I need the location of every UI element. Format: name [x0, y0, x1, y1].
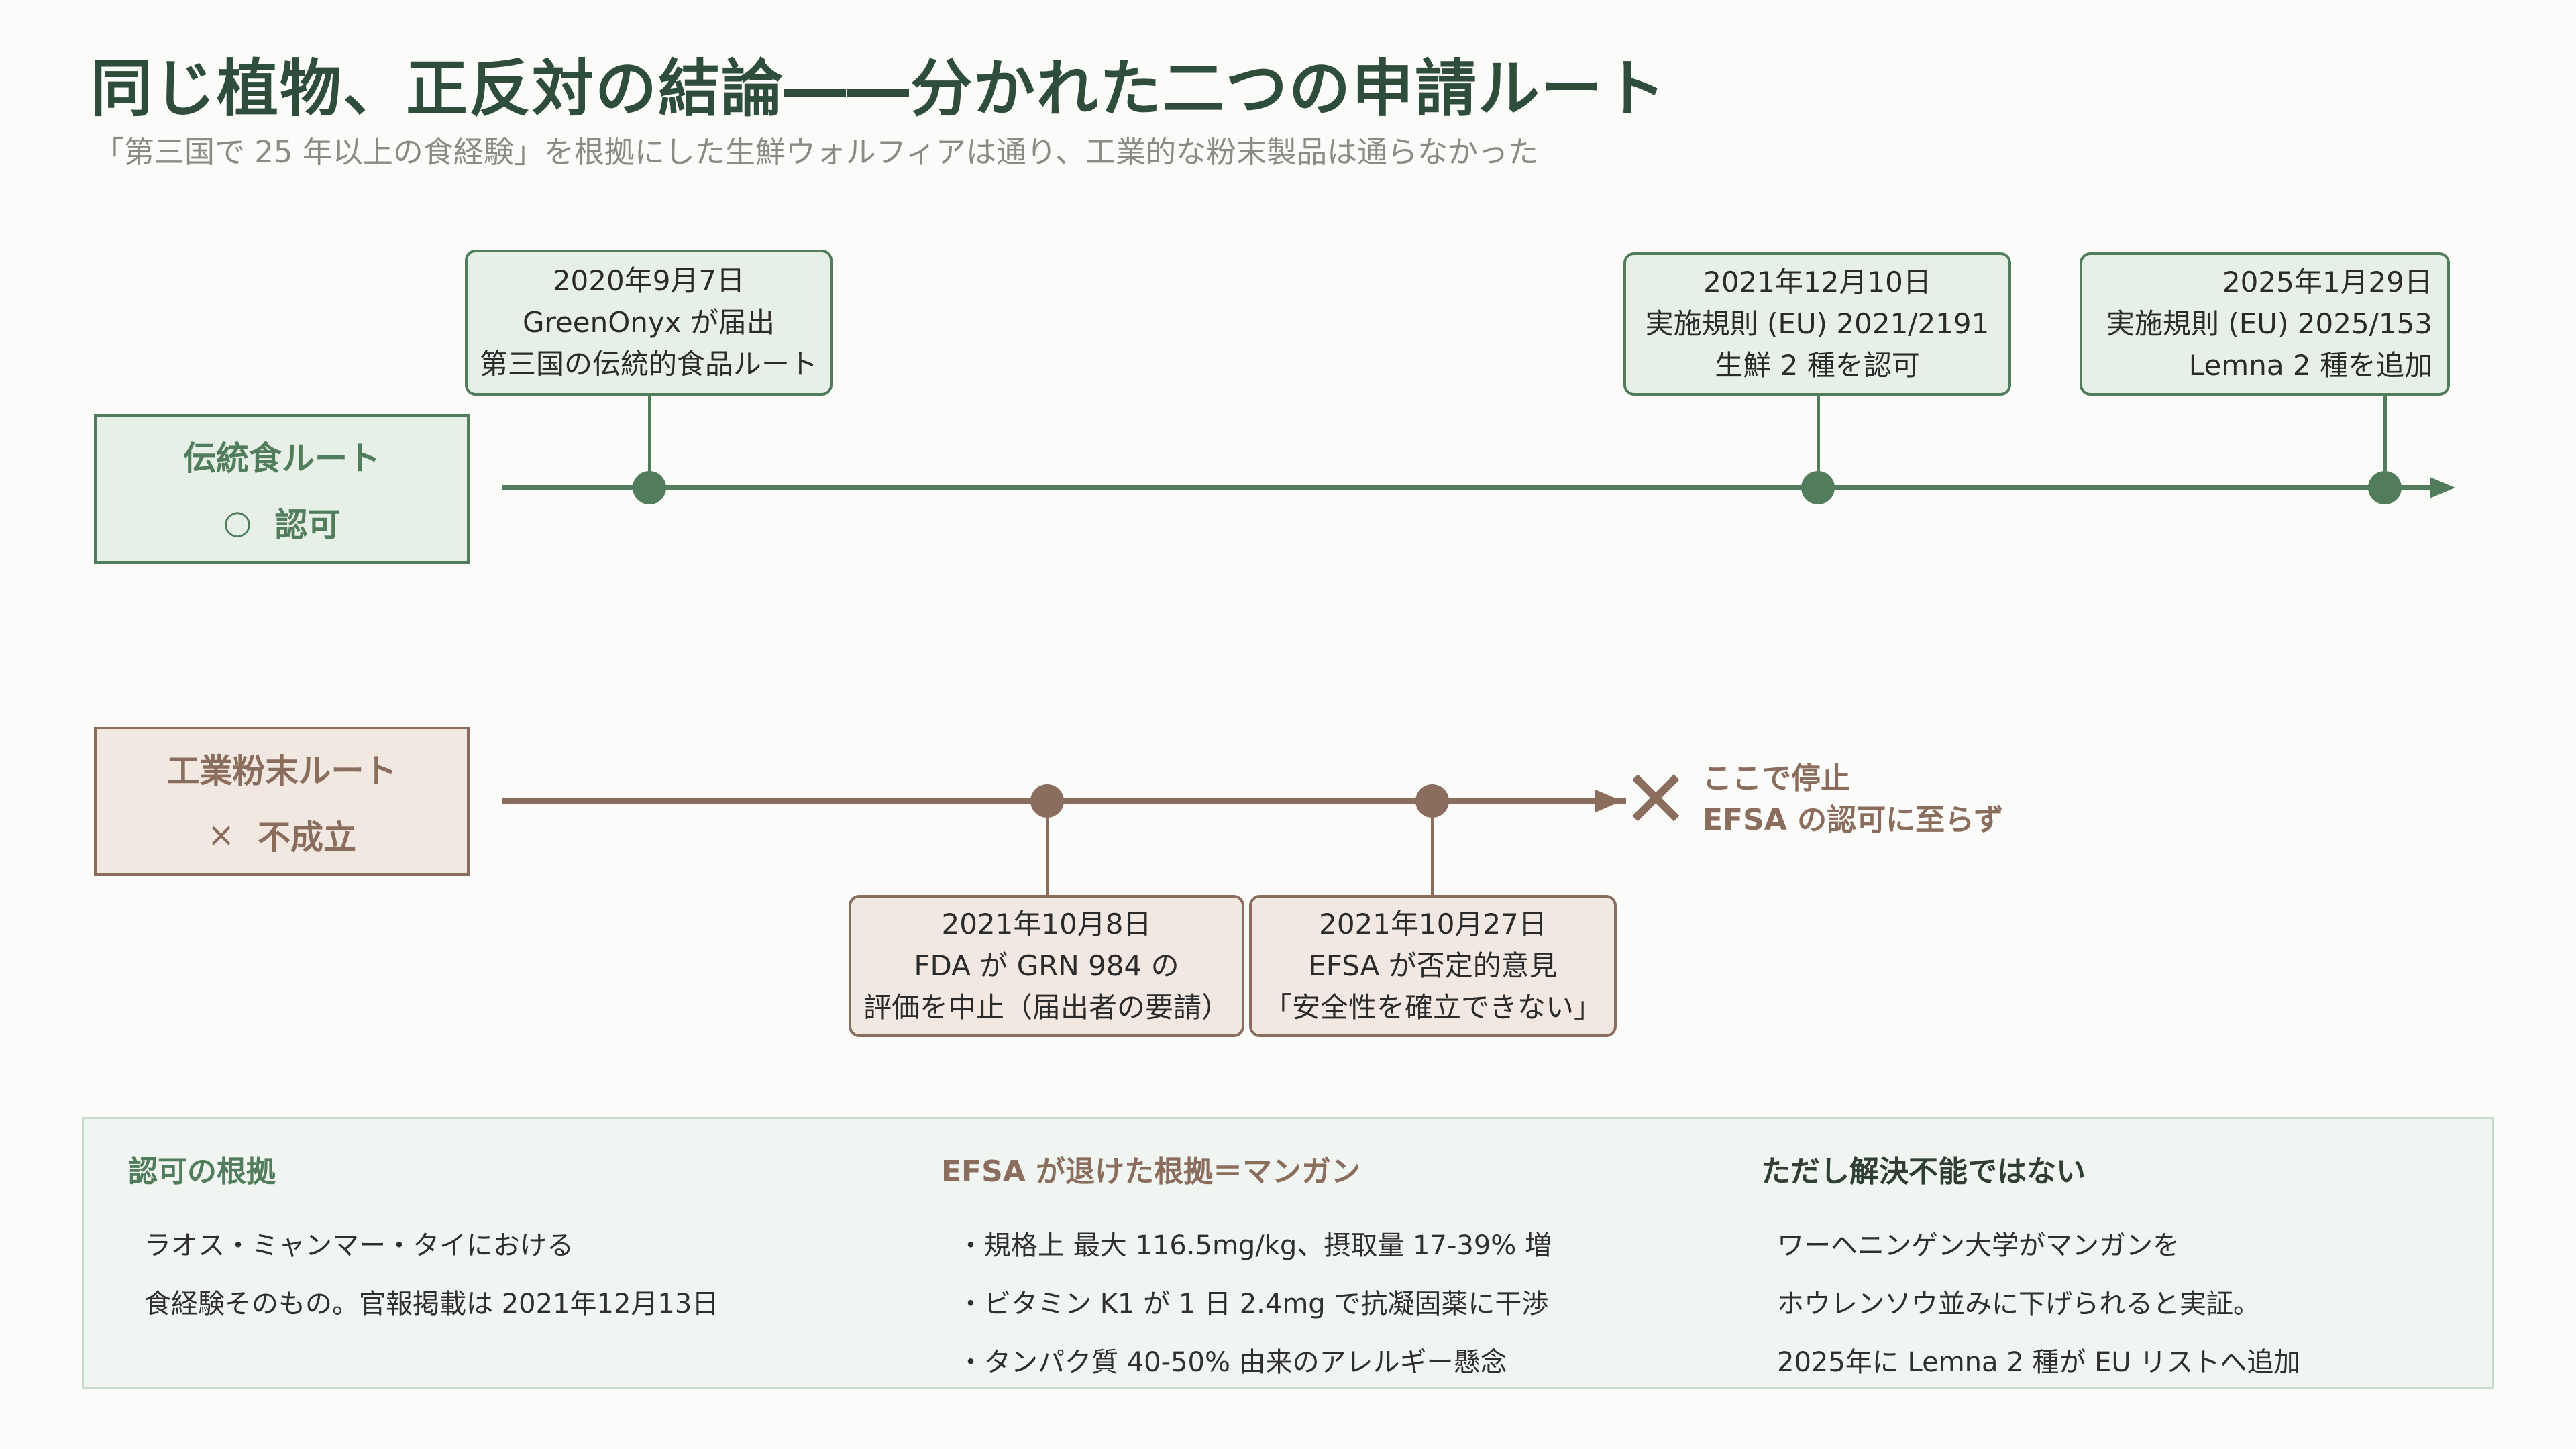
column-text: ワーヘニンゲン大学がマンガンを: [1777, 1230, 2180, 1261]
timeline-marker: [1030, 784, 1064, 818]
event-date: 2021年10月8日: [941, 908, 1152, 941]
approved-circle-icon: ○: [223, 502, 252, 541]
timeline-line-traditional: [502, 485, 2414, 490]
event-text: 「安全性を確立できない」: [1263, 991, 1602, 1024]
column-heading: ただし解決不能ではない: [1761, 1155, 2086, 1189]
stop-note-line: ここで停止: [1703, 761, 1850, 796]
event-date: 2021年12月10日: [1703, 266, 1931, 299]
event-text: 評価を中止（届出者の要請）: [863, 991, 1230, 1024]
explanation-panel: 認可の根拠 ラオス・ミャンマー・タイにおける 食経験そのもの。官報掲載は 202…: [82, 1117, 2494, 1389]
column-text: 食経験そのもの。官報掲載は 2021年12月13日: [144, 1289, 719, 1320]
stop-note-line: EFSA の認可に至らず: [1703, 803, 2004, 837]
timeline-marker: [1415, 784, 1449, 818]
status-label: 不成立: [258, 818, 357, 857]
event-text: 実施規則 (EU) 2025/153: [2106, 307, 2432, 340]
stop-note: ここで停止 EFSA の認可に至らず: [1703, 758, 2003, 841]
arrow-right-icon: [2430, 477, 2455, 498]
connector: [1817, 396, 1820, 471]
stop-cross-icon: ✕: [1622, 753, 1690, 847]
event-text: EFSA が否定的意見: [1308, 949, 1558, 982]
column-text: ・タンパク質 40-50% 由来のアレルギー懸念: [957, 1347, 1507, 1378]
page-title: 同じ植物、正反対の結論――分かれた二つの申請ルート: [91, 53, 1668, 125]
rejected-cross-icon: ×: [207, 815, 235, 854]
route-label-industrial: 工業粉末ルート × 不成立: [94, 727, 470, 876]
timeline-arrow-stub: [2405, 485, 2432, 490]
route-name: 伝統食ルート: [182, 439, 380, 478]
event-text: FDA が GRN 984 の: [914, 949, 1179, 982]
event-text: Lemna 2 種を追加: [2188, 349, 2432, 382]
event-card-2021-10-08: 2021年10月8日 FDA が GRN 984 の 評価を中止（届出者の要請）: [849, 895, 1244, 1037]
event-text: 第三国の伝統的食品ルート: [479, 347, 818, 380]
route-name: 工業粉末ルート: [166, 751, 397, 790]
column-text: 2025年に Lemna 2 種が EU リストへ追加: [1777, 1347, 2301, 1378]
event-text: 生鮮 2 種を認可: [1715, 349, 1920, 382]
event-text: 実施規則 (EU) 2021/2191: [1645, 307, 1990, 340]
column-heading: EFSA が退けた根拠＝マンガン: [941, 1155, 1361, 1189]
event-card-2025-01-29: 2025年1月29日 実施規則 (EU) 2025/153 Lemna 2 種を…: [2080, 252, 2450, 396]
timeline-marker: [1801, 471, 1835, 504]
connector: [1431, 818, 1434, 895]
status-label: 認可: [274, 505, 341, 544]
column-text: ラオス・ミャンマー・タイにおける: [144, 1230, 574, 1261]
route-status: ○ 認可: [223, 498, 341, 546]
column-text: ホウレンソウ並みに下げられると実証。: [1777, 1289, 2260, 1320]
efsa-reasons-column: EFSA が退けた根拠＝マンガン ・規格上 最大 116.5mg/kg、摂取量 …: [941, 1147, 1552, 1392]
event-card-2020-09-07: 2020年9月7日 GreenOnyx が届出 第三国の伝統的食品ルート: [465, 250, 833, 396]
route-label-traditional: 伝統食ルート ○ 認可: [94, 414, 470, 564]
timeline-line-industrial: [502, 798, 1626, 804]
column-text: ・規格上 最大 116.5mg/kg、摂取量 17-39% 増: [957, 1230, 1552, 1261]
route-status: × 不成立: [207, 811, 356, 859]
connector: [648, 396, 651, 471]
event-card-2021-12-10: 2021年12月10日 実施規則 (EU) 2021/2191 生鮮 2 種を認…: [1623, 252, 2011, 396]
connector: [1046, 818, 1049, 895]
approval-basis-column: 認可の根拠 ラオス・ミャンマー・タイにおける 食経験そのもの。官報掲載は 202…: [128, 1147, 718, 1334]
event-date: 2021年10月27日: [1319, 908, 1547, 941]
timeline-marker: [633, 471, 666, 504]
connector: [2383, 396, 2387, 471]
column-heading: 認可の根拠: [128, 1155, 276, 1189]
event-text: GreenOnyx が届出: [523, 306, 775, 339]
event-card-2021-10-27: 2021年10月27日 EFSA が否定的意見 「安全性を確立できない」: [1249, 895, 1617, 1037]
event-date: 2025年1月29日: [2222, 266, 2432, 299]
timeline-marker: [2368, 471, 2402, 504]
solvable-column: ただし解決不能ではない ワーヘニンゲン大学がマンガンを ホウレンソウ並みに下げら…: [1761, 1147, 2300, 1392]
page-subtitle: 「第三国で 25 年以上の食経験」を根拠にした生鮮ウォルフィアは通り、工業的な粉…: [94, 134, 1539, 170]
event-date: 2020年9月7日: [552, 264, 745, 297]
arrow-right-icon: [1595, 790, 1622, 812]
column-text: ・ビタミン K1 が 1 日 2.4mg で抗凝固薬に干渉: [957, 1289, 1549, 1320]
